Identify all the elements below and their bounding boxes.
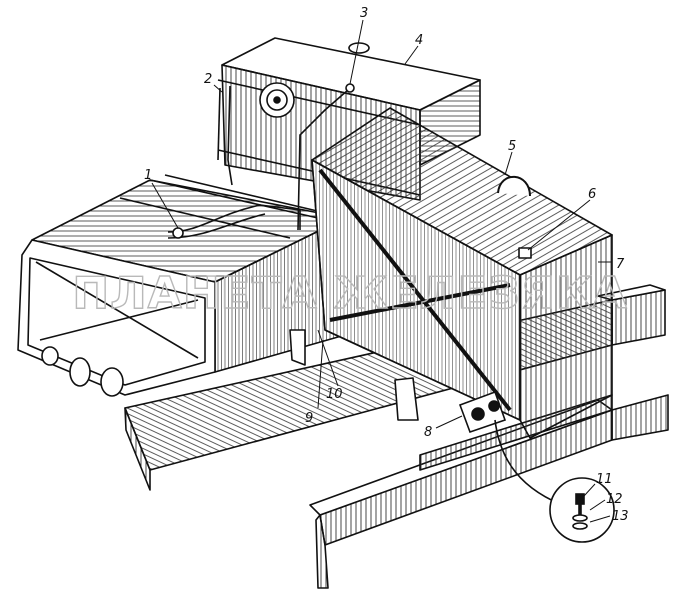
leader-lines <box>151 19 612 523</box>
callout-7: 7 <box>616 257 625 272</box>
callout-6: 6 <box>588 187 596 202</box>
detail-inset <box>549 477 615 543</box>
callout-2: 2 <box>204 72 212 87</box>
watermark-text: ПЛАНЕТА ЖЕЛЕЗЯКА <box>72 268 627 319</box>
callout-5: 5 <box>508 139 516 154</box>
callout-13: 13 <box>612 509 629 524</box>
callout-11: 11 <box>596 472 613 487</box>
fuel-lines <box>167 83 355 239</box>
battery-box <box>289 107 613 439</box>
callout-8: 8 <box>424 425 432 440</box>
callout-9: 9 <box>305 411 313 426</box>
callout-1: 1 <box>144 168 152 183</box>
callout-4: 4 <box>415 33 423 48</box>
callout-12: 12 <box>606 492 623 507</box>
mount-clamp <box>458 390 571 509</box>
callout-labels: 1 2 3 4 5 6 7 8 9 10 11 12 13 <box>144 6 629 524</box>
callout-10: 10 <box>326 387 343 402</box>
callout-3: 3 <box>360 6 368 21</box>
